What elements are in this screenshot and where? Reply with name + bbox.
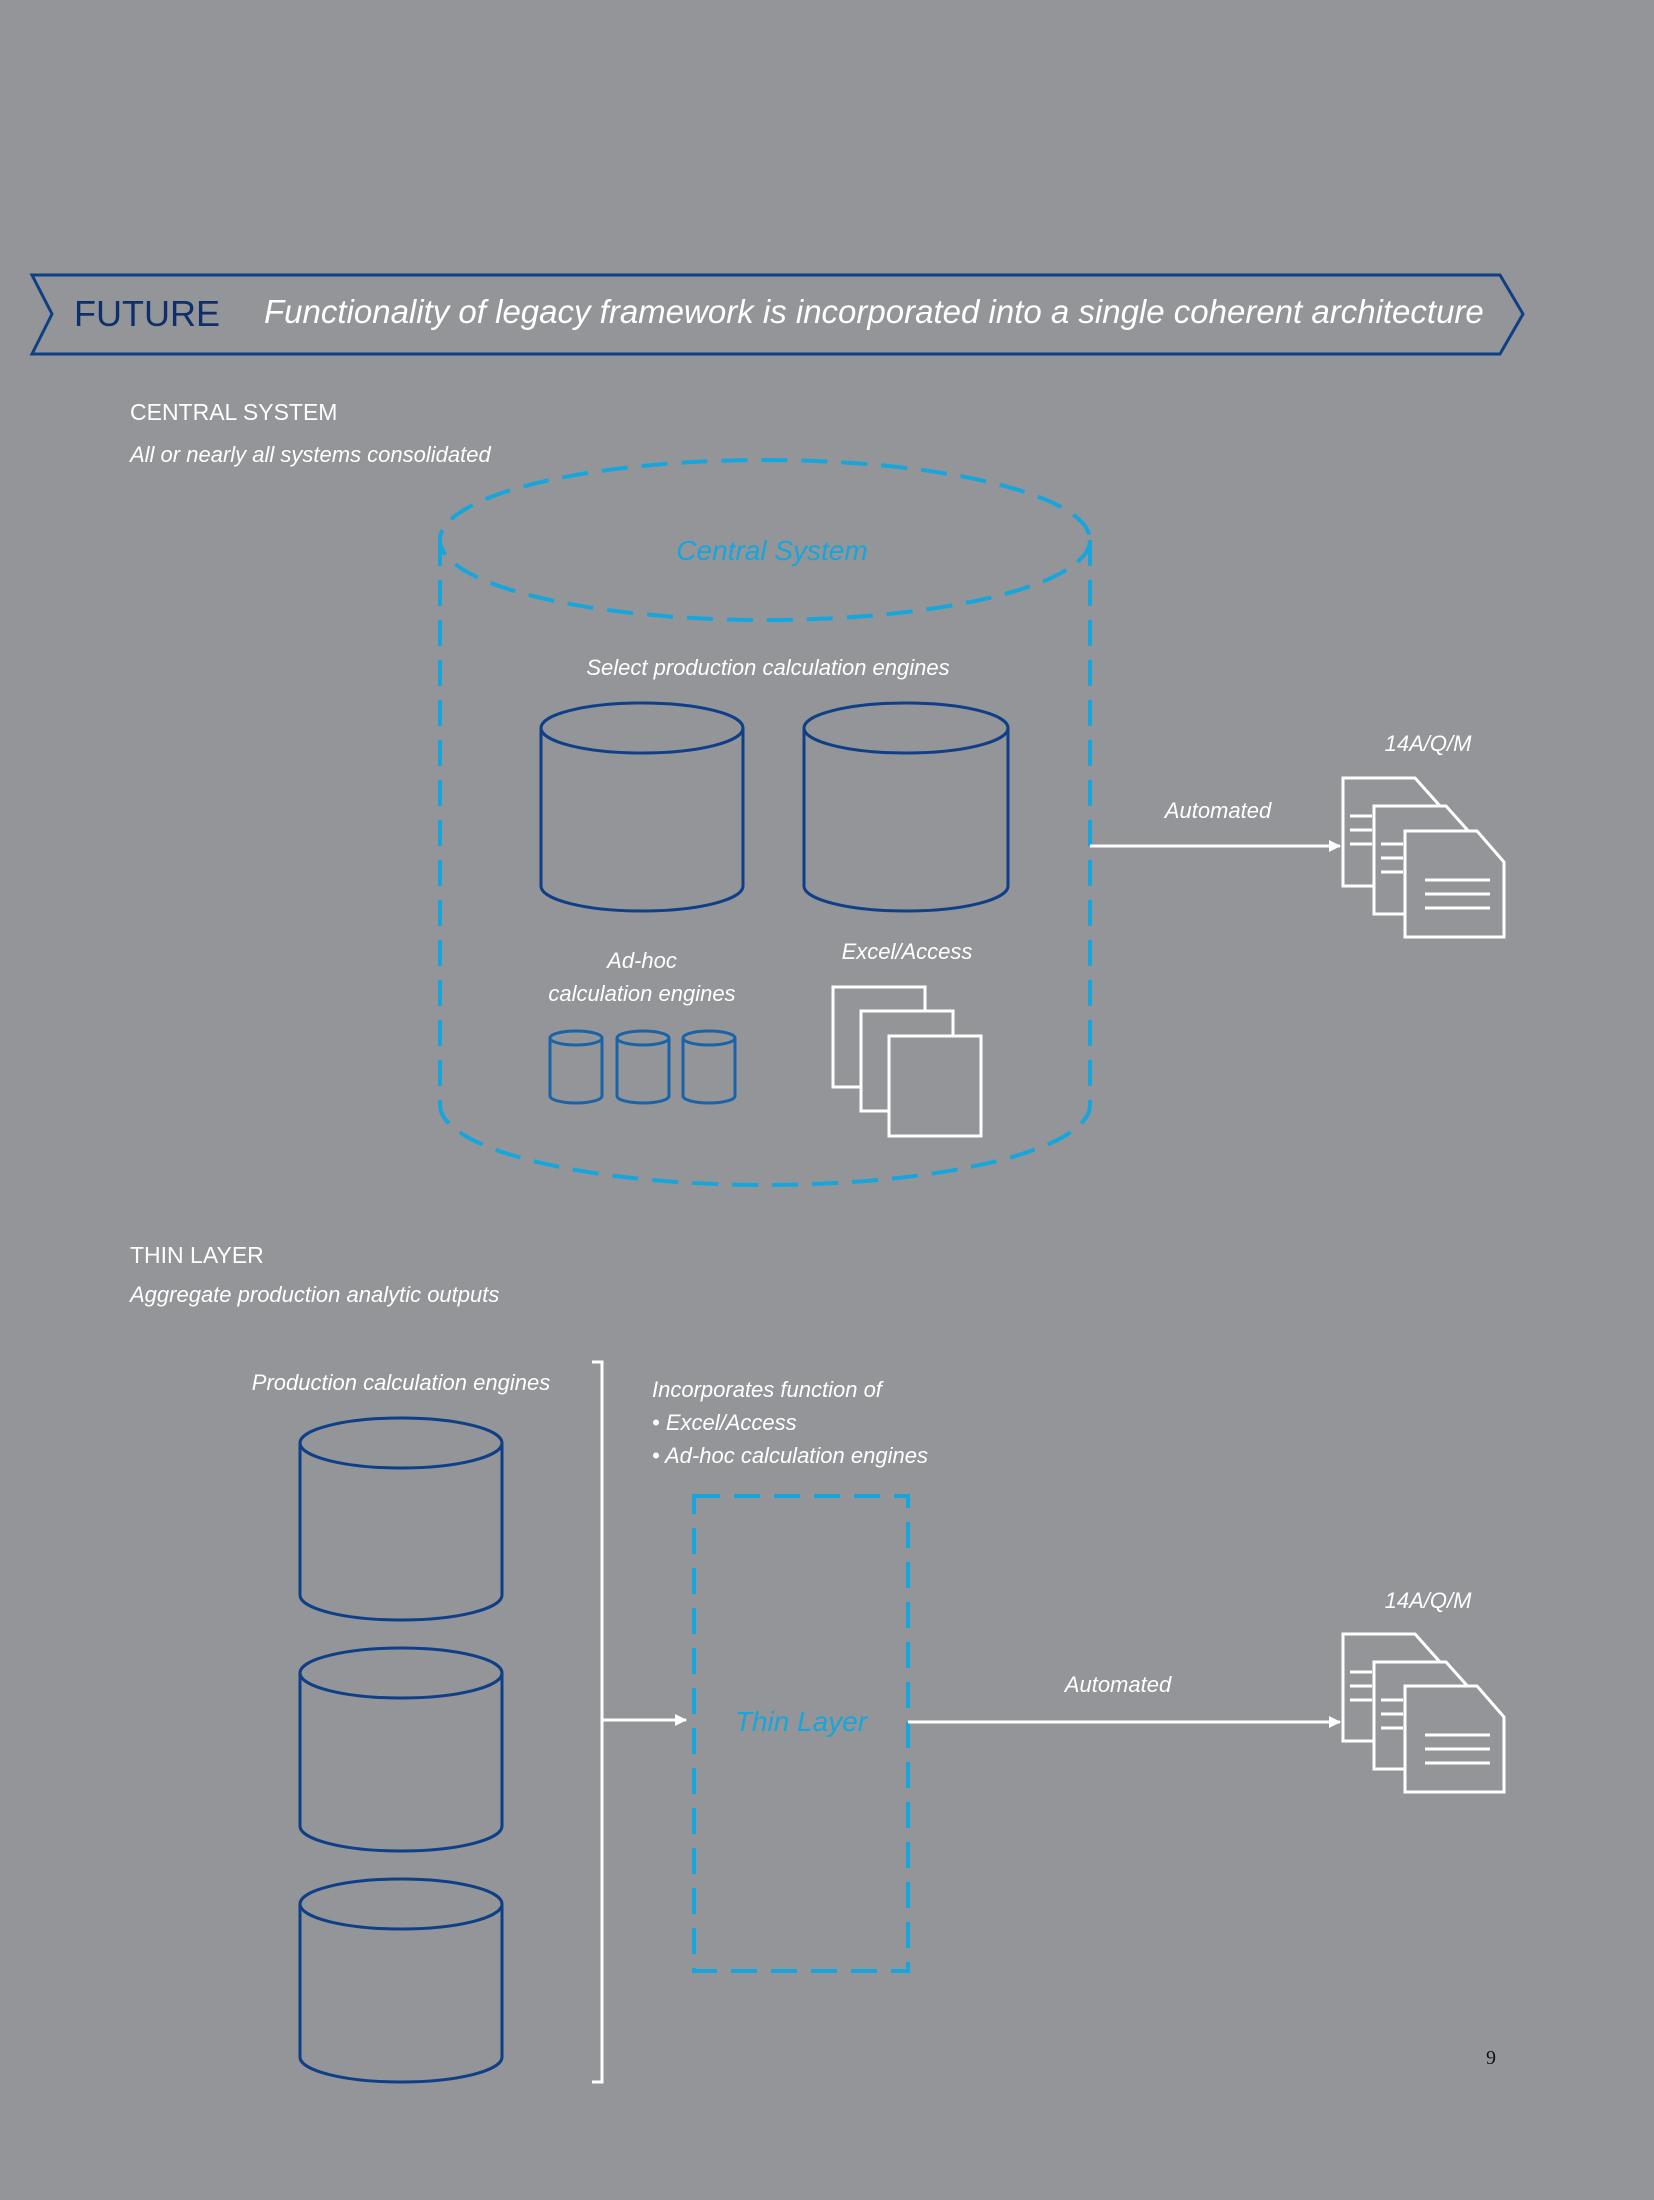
incorporates-line2: • Excel/Access — [652, 1410, 797, 1435]
incorporates-line1: Incorporates function of — [652, 1377, 885, 1402]
thin-subheading: Aggregate production analytic outputs — [128, 1282, 499, 1307]
report-documents-icon — [1341, 776, 1506, 939]
future-banner: FUTURE Functionality of legacy framework… — [29, 273, 1525, 356]
thin-automated-label: Automated — [1063, 1672, 1172, 1697]
select-engine-cylinder — [802, 701, 1010, 913]
production-engine-cylinder — [298, 1416, 504, 1622]
central-output-label: 14A/Q/M — [1385, 731, 1472, 756]
adhoc-engine-cylinder — [615, 1029, 671, 1105]
report-documents-icon — [1341, 1632, 1506, 1794]
adhoc-label-line2: calculation engines — [548, 981, 735, 1006]
banner-label: FUTURE — [74, 293, 220, 334]
incorporates-line3: • Ad-hoc calculation engines — [652, 1443, 928, 1468]
engines-bracket — [592, 1360, 604, 2084]
production-engines-label: Production calculation engines — [252, 1370, 550, 1395]
central-subheading: All or nearly all systems consolidated — [128, 442, 491, 467]
select-engines-label: Select production calculation engines — [586, 655, 949, 680]
banner-title: Functionality of legacy framework is inc… — [264, 293, 1484, 330]
central-system-cylinder — [438, 458, 1092, 1187]
central-automated-label: Automated — [1163, 798, 1272, 823]
central-heading: CENTRAL SYSTEM — [130, 399, 337, 425]
thin-output-label: 14A/Q/M — [1385, 1588, 1472, 1613]
thin-layer-label: Thin Layer — [735, 1706, 869, 1737]
adhoc-engine-cylinder — [548, 1029, 604, 1105]
excel-access-sheets-icon — [831, 985, 983, 1138]
adhoc-engine-cylinder — [681, 1029, 737, 1105]
thin-heading: THIN LAYER — [130, 1242, 264, 1268]
select-engine-cylinder — [539, 701, 745, 913]
thin-layer-box — [692, 1494, 910, 1973]
page-number: 9 — [1486, 2047, 1496, 2069]
central-system-label: Central System — [676, 535, 867, 566]
excel-access-label: Excel/Access — [842, 939, 973, 964]
production-engine-cylinder — [298, 1877, 504, 2084]
adhoc-label-line1: Ad-hoc — [605, 948, 677, 973]
production-engine-cylinder — [298, 1646, 504, 1853]
